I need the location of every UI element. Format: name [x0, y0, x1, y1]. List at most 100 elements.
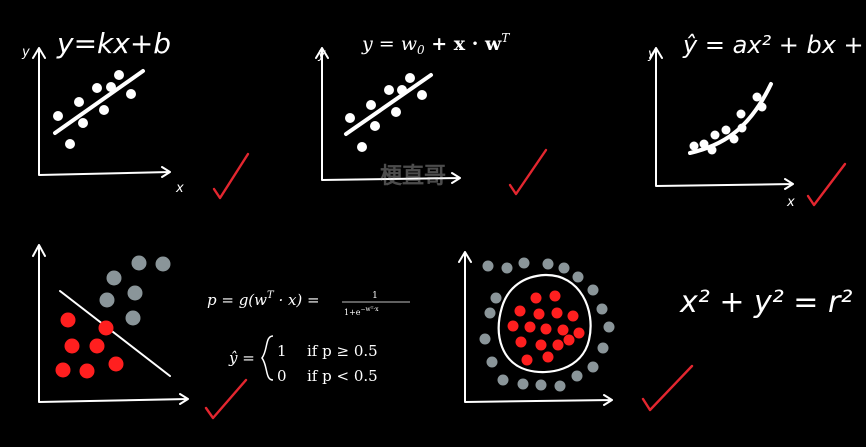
- data-point: [345, 113, 355, 123]
- positive-point: [557, 324, 569, 336]
- data-point: [53, 111, 63, 121]
- negative-point: [518, 257, 530, 269]
- data-point: [417, 90, 427, 100]
- data-point: [736, 109, 746, 119]
- regression-line: [53, 69, 145, 135]
- positive-point: [524, 321, 536, 333]
- data-point: [78, 118, 88, 128]
- positive-point: [552, 339, 564, 351]
- data-point: [699, 139, 709, 149]
- watermark-text: 梗直哥: [380, 163, 446, 189]
- negative-point: [517, 378, 529, 390]
- negative-point: [596, 303, 608, 315]
- positive-point: [514, 305, 526, 317]
- negative-point: [484, 307, 496, 319]
- negative-point: [535, 379, 547, 391]
- negative-points: [99, 255, 171, 326]
- data-points: [53, 70, 136, 149]
- axes: [458, 251, 613, 406]
- checkmark-icon: [212, 152, 250, 200]
- data-point: [737, 123, 747, 133]
- data-point: [397, 85, 407, 95]
- yhat-label: ŷ =: [228, 349, 255, 367]
- positive-point: [551, 307, 563, 319]
- negative-point: [155, 256, 171, 272]
- negative-point: [479, 333, 491, 345]
- positive-points: [55, 312, 124, 379]
- positive-point: [64, 338, 80, 354]
- negative-points: [479, 257, 615, 392]
- equation-sigmoid: p = g(wT · x) =: [207, 290, 320, 309]
- axes: [315, 47, 461, 184]
- positive-point: [89, 338, 105, 354]
- equation-polynomial: ŷ = ax² + bx + c: [682, 31, 866, 59]
- positive-point: [515, 336, 527, 348]
- negative-point: [603, 321, 615, 333]
- case2-condition: if p < 0.5: [307, 367, 378, 385]
- checkmark-icon: [204, 378, 248, 420]
- axes: [32, 47, 171, 178]
- panel-circle-classifier: [458, 251, 694, 412]
- positive-point: [60, 312, 76, 328]
- negative-point: [106, 270, 122, 286]
- piecewise-brace: [261, 335, 274, 381]
- negative-point: [497, 374, 509, 386]
- positive-point: [549, 290, 561, 302]
- data-point: [729, 134, 739, 144]
- positive-point: [507, 320, 519, 332]
- negative-point: [571, 370, 583, 382]
- positive-point: [79, 363, 95, 379]
- data-point: [114, 70, 124, 80]
- checkmark-icon: [806, 162, 847, 207]
- data-point: [99, 105, 109, 115]
- axes: [32, 244, 189, 405]
- data-point: [721, 125, 731, 135]
- data-point: [106, 82, 116, 92]
- panel-linear-vector: y = w0 + x · wT y: [315, 31, 548, 196]
- negative-point: [558, 262, 570, 274]
- panel-polynomial: ŷ = ax² + bx + c y x: [647, 31, 866, 210]
- panel-logistic: p = g(wT · x) = 1 1+e−wᵀ·x ŷ = 1 if p ≥ …: [32, 244, 410, 420]
- negative-point: [501, 262, 513, 274]
- circular-boundary: [497, 273, 592, 374]
- positive-point: [573, 327, 585, 339]
- positive-point: [535, 339, 547, 351]
- data-point: [366, 100, 376, 110]
- positive-point: [567, 310, 579, 322]
- data-point: [391, 107, 401, 117]
- negative-point: [587, 284, 599, 296]
- positive-point: [98, 320, 114, 336]
- negative-point: [125, 310, 141, 326]
- positive-point: [530, 292, 542, 304]
- data-point: [357, 142, 367, 152]
- case1-condition: if p ≥ 0.5: [307, 342, 378, 360]
- regression-line: [344, 73, 433, 136]
- checkmark-icon: [508, 148, 548, 196]
- data-point: [710, 130, 720, 140]
- negative-point: [597, 342, 609, 354]
- positive-points: [507, 290, 585, 366]
- case1-value: 1: [277, 342, 287, 360]
- data-point: [752, 92, 762, 102]
- data-point: [405, 73, 415, 83]
- negative-point: [486, 356, 498, 368]
- positive-point: [533, 308, 545, 320]
- panel-circle-equation: x² + y² = r²: [679, 285, 852, 320]
- data-points: [345, 73, 427, 152]
- negative-point: [554, 380, 566, 392]
- equation-vector-linear: y = w0 + x · wT: [361, 31, 510, 57]
- data-point: [74, 97, 84, 107]
- polynomial-curve: [688, 82, 773, 155]
- positive-point: [521, 354, 533, 366]
- data-points: [689, 92, 767, 155]
- data-point: [65, 139, 75, 149]
- negative-point: [572, 271, 584, 283]
- negative-point: [131, 255, 147, 271]
- y-axis-label: y: [21, 45, 30, 60]
- axes: [649, 47, 794, 190]
- negative-point: [99, 292, 115, 308]
- decision-boundary: [59, 290, 171, 377]
- data-point: [92, 83, 102, 93]
- positive-point: [563, 334, 575, 346]
